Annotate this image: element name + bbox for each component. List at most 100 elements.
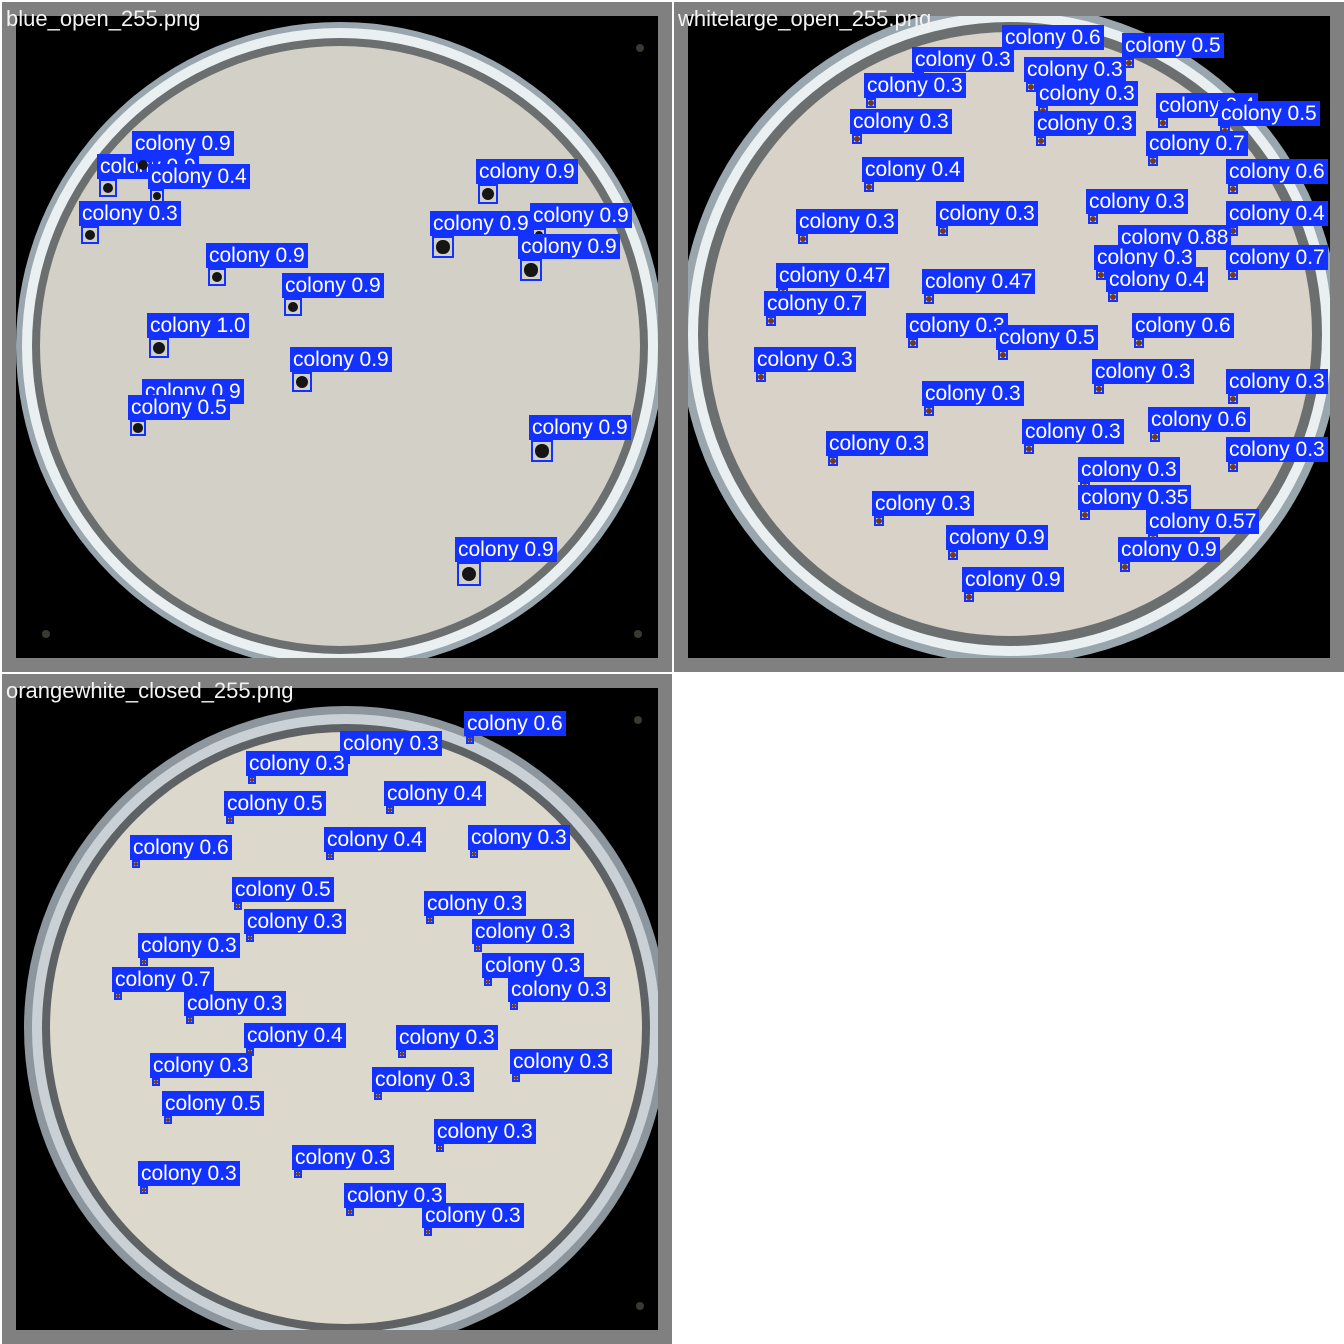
- detection-label: colony 0.6: [1226, 159, 1328, 184]
- detection-label: colony 0.3: [292, 1145, 394, 1170]
- colony-dot: [1082, 512, 1088, 518]
- colony-dot: [1122, 564, 1128, 570]
- colony-detection: colony 0.9: [1118, 537, 1220, 572]
- screw-icon: [634, 630, 642, 638]
- detection-label: colony 0.9: [476, 159, 578, 184]
- colony-detection: colony 0.3: [1226, 437, 1328, 472]
- bounding-box: [1088, 214, 1098, 224]
- detection-label: colony 0.5: [996, 325, 1098, 350]
- colony-dot: [940, 228, 946, 234]
- colony-dot: [141, 959, 147, 965]
- detection-label: colony 0.5: [232, 877, 334, 902]
- colony-dot: [1126, 60, 1132, 66]
- detection-label: colony 0.3: [1226, 437, 1328, 462]
- detection-label: colony 0.6: [130, 835, 232, 860]
- colony-detection: colony 0.3: [184, 991, 286, 1024]
- colony-detection: colony 0.3: [246, 751, 348, 784]
- image-filename: orangewhite_closed_255.png: [6, 678, 294, 703]
- colony-dot: [1090, 216, 1096, 222]
- colony-detection: colony 0.3: [138, 1161, 240, 1194]
- colony-detection: colony 0.5: [224, 791, 326, 824]
- colony-detection: colony 0.4: [1226, 201, 1328, 236]
- bounding-box: [326, 852, 334, 860]
- bounding-box: [99, 179, 117, 197]
- bounding-box: [1080, 510, 1090, 520]
- colony-dot: [133, 423, 143, 433]
- colony-detection: colony 0.3: [468, 825, 570, 858]
- bounding-box: [248, 776, 256, 784]
- bounding-box: [531, 440, 553, 462]
- detection-label: colony 0.3: [244, 909, 346, 934]
- colony-dot: [327, 853, 333, 859]
- colony-detection: colony 0.47: [922, 269, 1036, 304]
- bounding-box: [386, 806, 394, 814]
- colony-dot: [830, 458, 836, 464]
- colony-dot: [141, 1187, 147, 1193]
- bounding-box: [1120, 562, 1130, 572]
- colony-detection: colony 0.4: [148, 164, 250, 203]
- screw-icon: [636, 44, 644, 52]
- colony-dot: [133, 861, 139, 867]
- bounding-box: [874, 516, 884, 526]
- colony-dot: [296, 376, 308, 388]
- detection-label: colony 0.5: [162, 1091, 264, 1116]
- colony-dot: [513, 1075, 519, 1081]
- bounding-box: [828, 456, 838, 466]
- detection-label: colony 0.9: [430, 211, 532, 236]
- detection-label: colony 0.3: [510, 1049, 612, 1074]
- detection-label: colony 0.3: [912, 47, 1014, 72]
- bounding-box: [436, 1144, 444, 1152]
- colony-detection: colony 0.7: [112, 967, 214, 1000]
- bounding-box: [424, 1228, 432, 1236]
- colony-dot: [1026, 446, 1032, 452]
- detection-label: colony 0.57: [1146, 509, 1260, 534]
- bounding-box: [948, 550, 958, 560]
- colony-detection: colony 0.3: [472, 919, 574, 952]
- colony-dot: [868, 100, 874, 106]
- detection-label: colony 0.5: [128, 395, 230, 420]
- colony-dot: [950, 552, 956, 558]
- detection-label: colony 0.4: [1106, 267, 1208, 292]
- bounding-box: [1228, 270, 1238, 280]
- bounding-box: [294, 1170, 302, 1178]
- colony-detection: colony 0.3: [372, 1067, 474, 1100]
- colony-detection: colony 0.9: [518, 234, 620, 281]
- petri-dish-image: colony 0.6 colony 0.5 colony 0.3 colony 0.3…: [688, 16, 1330, 658]
- bounding-box: [964, 592, 974, 602]
- detection-label: colony 0.3: [372, 1067, 474, 1092]
- bounding-box: [457, 562, 481, 586]
- bounding-box: [164, 1116, 172, 1124]
- colony-detection: colony 0.5: [162, 1091, 264, 1124]
- colony-detection: colony 0.3: [396, 1025, 498, 1058]
- colony-detection: colony 0.9: [290, 347, 392, 392]
- detection-label: colony 0.5: [1218, 101, 1320, 126]
- detection-label: colony 0.3: [1094, 245, 1196, 270]
- colony-detection: colony 0.3: [1094, 245, 1196, 280]
- colony-dot: [227, 817, 233, 823]
- colony-dot: [247, 935, 253, 941]
- detection-label: colony 0.9: [132, 131, 234, 156]
- detection-label: colony 0.3: [434, 1119, 536, 1144]
- colony-detection: colony 0.3: [1086, 189, 1188, 224]
- image-filename: whitelarge_open_255.png: [678, 6, 932, 31]
- bounding-box: [866, 98, 876, 108]
- colony-detection: colony 0.47: [776, 263, 890, 298]
- detection-label: colony 0.3: [472, 919, 574, 944]
- colony-dot: [1000, 352, 1006, 358]
- detection-label: colony 0.6: [1002, 25, 1104, 50]
- bounding-box: [484, 978, 492, 986]
- bounding-box: [938, 226, 948, 236]
- detection-label: colony 0.3: [246, 751, 348, 776]
- colony-detection: colony 0.9: [282, 273, 384, 316]
- colony-dot: [482, 188, 494, 200]
- detection-label: colony 0.9: [946, 525, 1048, 550]
- colony-dot: [153, 1079, 159, 1085]
- colony-dot: [1136, 340, 1142, 346]
- colony-detection: colony 0.7: [1146, 131, 1248, 166]
- detection-label: colony 0.9: [962, 567, 1064, 592]
- bounding-box: [292, 372, 312, 392]
- detection-label: colony 0.3: [422, 1203, 524, 1228]
- colony-dot: [102, 182, 114, 194]
- colony-detection: colony 0.3: [936, 201, 1038, 236]
